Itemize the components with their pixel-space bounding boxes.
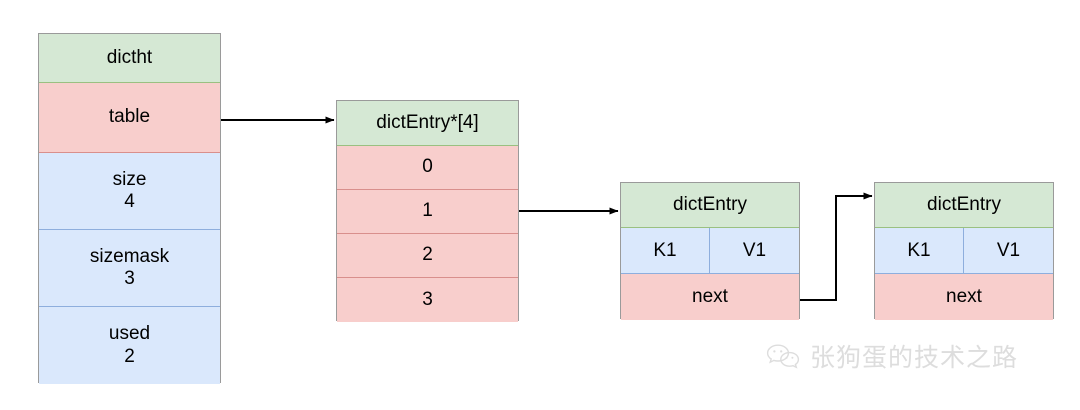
dictentry-2-next: next [875,274,1053,320]
dictentry-2-key: K1 [875,228,964,273]
dictentry-2-value: V1 [964,228,1053,273]
dictht-field-size: size 4 [39,153,220,230]
dictht-field-used: used 2 [39,307,220,384]
bucket-index-1: 1 [337,190,518,234]
bucket-index-3: 3 [337,278,518,322]
dictentry-node-2: dictEntry K1 V1 next [874,182,1054,320]
watermark: 张狗蛋的技术之路 [766,338,1018,374]
dictht-title: dictht [39,34,220,83]
dictentry-1-key: K1 [621,228,710,273]
dictentry-2-title: dictEntry [875,183,1053,228]
watermark-text: 张狗蛋的技术之路 [810,343,1019,372]
dictentry-node-1: dictEntry K1 V1 next [620,182,800,320]
bucket-array-box: dictEntry*[4] 0 1 2 3 [336,100,519,322]
wechat-icon [766,343,800,369]
dictentry-1-title: dictEntry [621,183,799,228]
dictentry-1-value: V1 [710,228,799,273]
bucket-index-0: 0 [337,146,518,190]
bucket-index-2: 2 [337,234,518,278]
dictht-field-table: table [39,83,220,153]
dictentry-1-next: next [621,274,799,320]
dictht-struct-box: dictht table size 4 sizemask 3 used 2 [38,33,221,384]
dictentry-1-keyvalue: K1 V1 [621,228,799,274]
bucket-array-title: dictEntry*[4] [337,101,518,146]
arrow-entry1-next-to-entry2 [800,192,873,301]
dictentry-2-keyvalue: K1 V1 [875,228,1053,274]
dictht-field-sizemask: sizemask 3 [39,230,220,307]
